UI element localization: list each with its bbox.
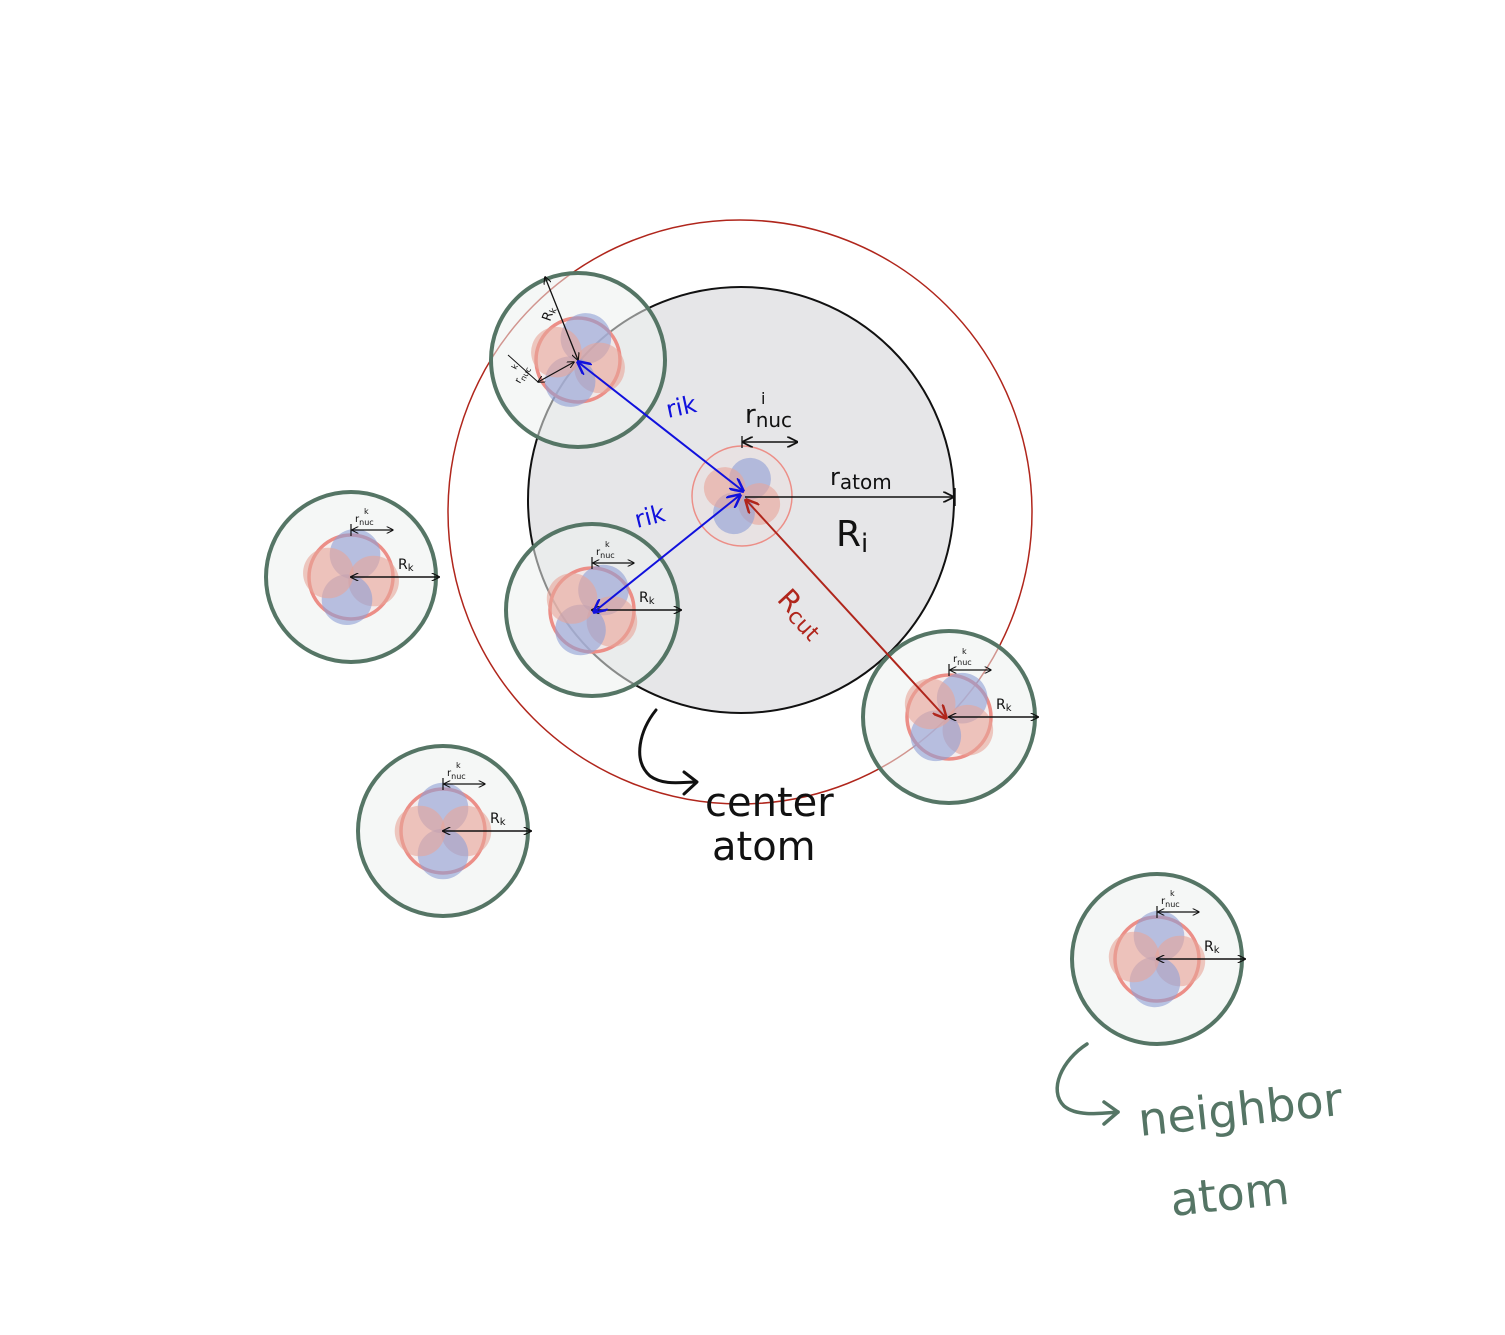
r-nuc-i-label: rnuc [745, 400, 792, 432]
red-orbital-lobe [303, 547, 354, 599]
center-atom-label-line2: atom [712, 824, 816, 870]
r-nuc-k-arrow [538, 362, 574, 382]
r-nuc-k-superscript: k [364, 507, 369, 516]
r-nuc-k-label: rnuc [1161, 896, 1180, 909]
r-nuc-i-superscript: i [761, 389, 765, 408]
r-nuc-k-extension [507, 354, 539, 383]
orbital-lobes-neighbor-nucleus [394, 782, 492, 880]
r-nuc-k-label: rnuc [953, 654, 972, 667]
red-orbital-lobe [394, 805, 446, 857]
R-k-label: Rk [996, 697, 1012, 714]
r-nuc-k-superscript: k [605, 540, 610, 549]
center-atom-annotation: center atom [638, 708, 834, 870]
cutoff-circle [447, 219, 1033, 805]
r-nuc-k-superscript: k [1170, 889, 1175, 898]
neighbor-atom-annotation: neighbor atom [1055, 1042, 1345, 1227]
neighbor-atom-label-line2: atom [1168, 1161, 1292, 1227]
R-k-label: Rk [490, 811, 506, 828]
R-k-label: Rk [1204, 939, 1220, 956]
neighbor-atom-label-line1: neighbor [1136, 1072, 1345, 1147]
r-nuc-i-dimension: rnuc i [741, 389, 797, 448]
red-orbital-lobe [546, 573, 598, 624]
r-ik-label-upper: rik [663, 390, 699, 424]
neighbor-atom-hook-arrow [1055, 1042, 1120, 1116]
r-nuc-k-superscript: k [510, 362, 520, 371]
center-atom-label-line1: center [705, 780, 834, 826]
R-k-label: Rk [398, 557, 414, 574]
r-cut-arrow [746, 500, 946, 718]
r-ik-arrow-lower [594, 495, 740, 612]
red-orbital-lobe [1108, 931, 1160, 983]
R-k-label: Rk [540, 304, 560, 324]
r-nuc-k-label: rnuc [355, 514, 374, 527]
center-atom-hook-arrow [638, 708, 698, 785]
r-ik-arrow-upper [578, 362, 743, 491]
r-nuc-k-superscript: k [962, 647, 967, 656]
r-nuc-k-superscript: k [456, 761, 461, 770]
R-k-arrow [545, 277, 578, 360]
r-nuc-k-label: rnuc [447, 768, 466, 781]
r-atom-label: ratom [830, 463, 892, 494]
